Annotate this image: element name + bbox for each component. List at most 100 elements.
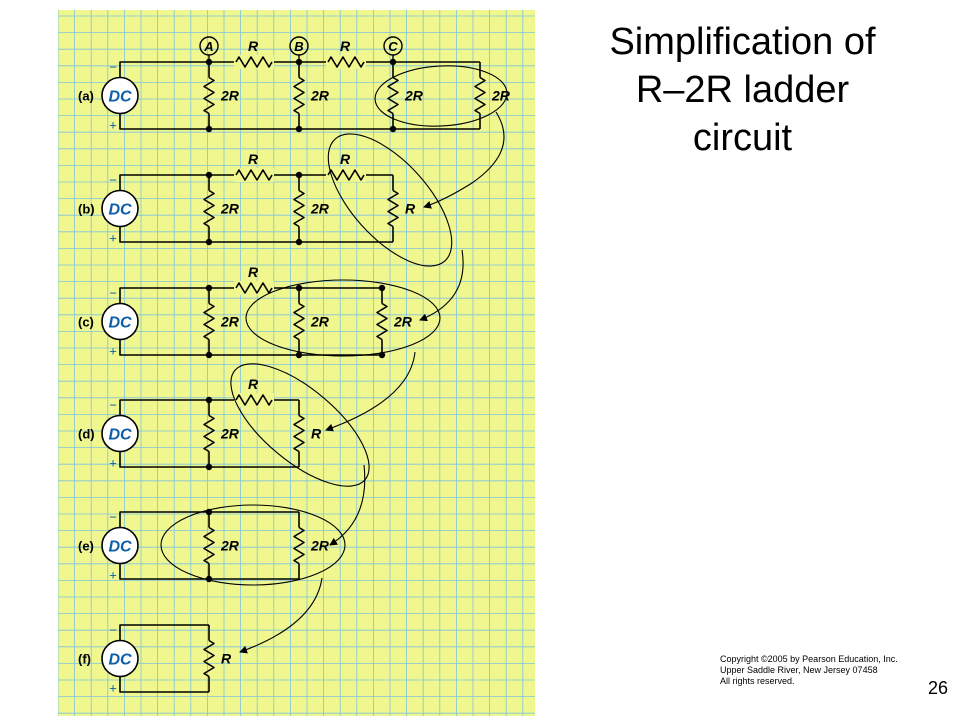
simplification-arrow bbox=[329, 464, 366, 546]
junction-dot bbox=[295, 351, 303, 359]
junction-dot bbox=[205, 171, 213, 179]
shunt-resistor bbox=[203, 189, 215, 228]
junction-dot bbox=[205, 125, 213, 133]
top-wire bbox=[119, 287, 382, 304]
series-resistor-label: R bbox=[248, 376, 259, 392]
series-resistor bbox=[235, 282, 273, 294]
bottom-wire bbox=[119, 113, 480, 130]
plus-sign: + bbox=[109, 681, 117, 696]
grouping-ellipse bbox=[327, 133, 453, 267]
plus-sign: + bbox=[109, 118, 117, 133]
node-label: A bbox=[203, 39, 213, 54]
copyright-line-3: All rights reserved. bbox=[720, 676, 795, 686]
shunt-resistor-label: 2R bbox=[220, 88, 240, 104]
node-label: B bbox=[294, 39, 303, 54]
series-resistor-label: R bbox=[340, 151, 351, 167]
shunt-resistor-label: R bbox=[311, 426, 322, 442]
plus-sign: + bbox=[109, 344, 117, 359]
shunt-resistor-label: 2R bbox=[220, 538, 240, 554]
circuit-label: (d) bbox=[78, 427, 95, 442]
copyright-line-1: Copyright ©2005 by Pearson Education, In… bbox=[720, 654, 898, 664]
simplification-arrow bbox=[419, 249, 464, 322]
shunt-resistor bbox=[293, 76, 305, 115]
circuit-f: RDC−+(f) bbox=[78, 623, 232, 696]
circuit-label: (b) bbox=[78, 202, 95, 217]
junction-dot bbox=[295, 284, 303, 292]
circuit-label: (a) bbox=[78, 89, 94, 104]
slide-title-line-1: Simplification of bbox=[609, 21, 876, 63]
shunt-resistor-label: 2R bbox=[310, 88, 330, 104]
series-resistor bbox=[235, 169, 273, 181]
shunt-resistor bbox=[293, 414, 305, 453]
series-resistor bbox=[327, 56, 365, 68]
series-resistor bbox=[235, 56, 273, 68]
shunt-resistor-label: R bbox=[405, 201, 416, 217]
shunt-resistor-label: 2R bbox=[310, 201, 330, 217]
dc-source bbox=[101, 414, 139, 453]
dc-source-label: DC bbox=[108, 652, 132, 669]
dc-source-label: DC bbox=[108, 427, 132, 444]
slide-title: Simplification of R–2R ladder circuit bbox=[560, 18, 925, 162]
junction-dot bbox=[378, 284, 386, 292]
junction-dot bbox=[205, 463, 213, 471]
shunt-resistor bbox=[387, 76, 399, 115]
series-resistor-label: R bbox=[248, 151, 259, 167]
series-resistor bbox=[327, 169, 365, 181]
shunt-resistor bbox=[203, 526, 215, 565]
shunt-resistor bbox=[293, 189, 305, 228]
minus-sign: − bbox=[109, 60, 117, 75]
dc-source bbox=[101, 189, 139, 228]
minus-sign: − bbox=[109, 286, 117, 301]
slide-title-line-3: circuit bbox=[692, 117, 793, 159]
dc-source bbox=[101, 526, 139, 565]
dc-source-label: DC bbox=[108, 202, 132, 219]
grouping-ellipse bbox=[374, 65, 508, 127]
bottom-wire bbox=[119, 563, 299, 580]
dc-source-label: DC bbox=[108, 89, 132, 106]
dc-source bbox=[101, 76, 139, 115]
copyright-notice: Copyright ©2005 by Pearson Education, In… bbox=[720, 654, 898, 687]
shunt-resistor bbox=[203, 639, 215, 678]
shunt-resistor bbox=[293, 526, 305, 565]
shunt-resistor bbox=[203, 302, 215, 341]
shunt-resistor-label: 2R bbox=[491, 88, 511, 104]
simplification-arrow bbox=[325, 351, 416, 432]
shunt-resistor bbox=[203, 76, 215, 115]
dc-source-label: DC bbox=[108, 539, 132, 556]
plus-sign: + bbox=[109, 456, 117, 471]
junction-dot bbox=[205, 351, 213, 359]
bottom-wire bbox=[119, 339, 382, 356]
shunt-resistor bbox=[203, 414, 215, 453]
grouping-ellipse bbox=[245, 279, 441, 357]
shunt-resistor-label: 2R bbox=[310, 314, 330, 330]
node-label: C bbox=[388, 39, 398, 54]
series-resistor-label: R bbox=[248, 264, 259, 280]
shunt-resistor bbox=[376, 302, 388, 341]
junction-dot bbox=[295, 125, 303, 133]
shunt-resistor-label: 2R bbox=[310, 538, 330, 554]
shunt-resistor-label: 2R bbox=[220, 201, 240, 217]
minus-sign: − bbox=[109, 398, 117, 413]
plus-sign: + bbox=[109, 231, 117, 246]
series-resistor-label: R bbox=[340, 38, 351, 54]
series-resistor bbox=[235, 394, 273, 406]
slide-title-line-2: R–2R ladder bbox=[635, 69, 850, 111]
minus-sign: − bbox=[109, 623, 117, 638]
shunt-resistor bbox=[474, 76, 486, 115]
simplification-arrow bbox=[423, 111, 505, 209]
dc-source bbox=[101, 639, 139, 678]
dc-source bbox=[101, 302, 139, 341]
bottom-wire bbox=[119, 451, 299, 468]
minus-sign: − bbox=[109, 173, 117, 188]
bottom-wire bbox=[119, 676, 209, 693]
series-resistor-label: R bbox=[248, 38, 259, 54]
shunt-resistor bbox=[387, 189, 399, 228]
circuit-label: (e) bbox=[78, 539, 94, 554]
copyright-line-2: Upper Saddle River, New Jersey 07458 bbox=[720, 665, 878, 675]
